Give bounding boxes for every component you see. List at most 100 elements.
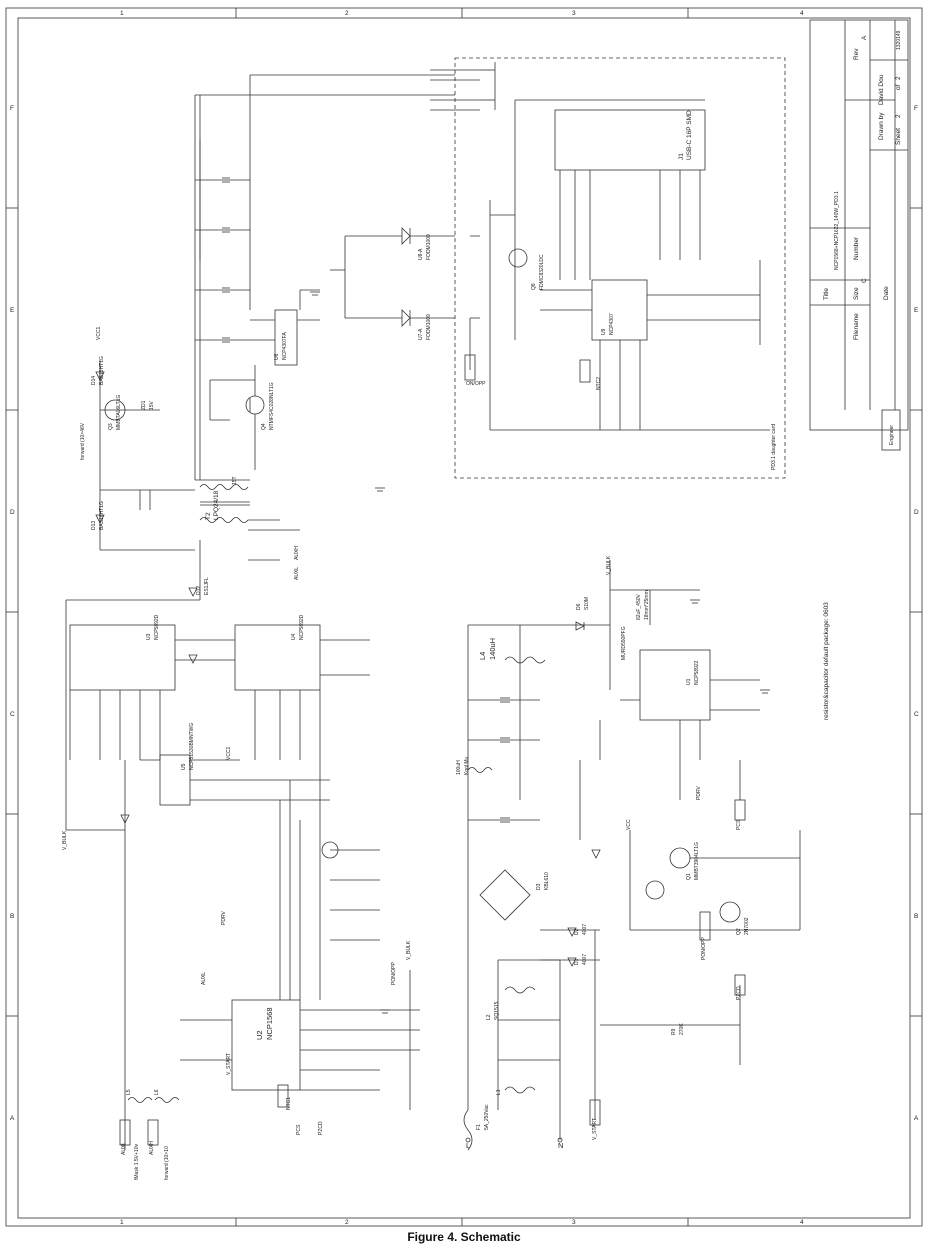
number-label: Number xyxy=(853,236,860,260)
u8b-symbol xyxy=(321,841,339,859)
l2-symbol xyxy=(504,986,536,994)
l3-value: 100uH xyxy=(456,760,462,775)
sheet-value: 2 xyxy=(895,114,902,118)
t2-part: LPQ24/18 xyxy=(213,490,220,520)
pon-opp-port xyxy=(699,911,711,941)
pdrv-right-label: PDRV xyxy=(696,786,702,800)
aux-l-bottom-label: AUXL xyxy=(121,1142,127,1155)
pcs-port-right xyxy=(734,799,746,821)
d6-part: S10M xyxy=(584,597,590,610)
q3-symbol xyxy=(104,399,126,421)
d15-symbol xyxy=(591,849,601,859)
size-label: Size xyxy=(853,287,860,300)
zone-left-d: D xyxy=(10,509,15,516)
c5-value: 82uF_450V xyxy=(636,593,642,620)
zone-right-c: C xyxy=(914,711,919,718)
d13-part: BAS16HT1G xyxy=(99,501,105,530)
u3-part: NCP5892D xyxy=(154,614,160,640)
u8-part: FODM1009 xyxy=(426,234,432,260)
u1-refdes: U1 xyxy=(686,678,692,685)
q3-refdes: Q3 xyxy=(108,423,114,430)
v-start-port-bottom xyxy=(589,1099,601,1126)
u5-part: NCP51530BMNTWG xyxy=(189,723,195,770)
rev-value: A xyxy=(861,35,868,40)
q1-part: MMBT3904LT1G xyxy=(694,842,700,880)
vcc1-left-label: VCC1 xyxy=(226,746,232,760)
j1-usbc-box xyxy=(554,109,706,171)
d14-part: BAS16HT1G xyxy=(99,356,105,385)
zone-left-a: A xyxy=(10,1115,15,1122)
q8-symbol xyxy=(508,248,528,268)
fwd-bot-note: fMask 1.5V+10v xyxy=(134,1144,140,1180)
drawn-by-label: Drawn by xyxy=(878,112,885,140)
u5-refdes: U5 xyxy=(181,763,187,770)
zone-top-2: 2 xyxy=(345,10,349,17)
d14-refdes: D14 xyxy=(91,376,97,385)
q8-part: FDMC8320LDC xyxy=(539,254,545,290)
l4-refdes: L4 xyxy=(478,652,487,660)
l3-symbol xyxy=(467,767,493,773)
j1-refdes: J1 xyxy=(678,153,685,160)
zone-right-d: D xyxy=(914,509,919,516)
title-value: NCP1568+NCP1622_140W_PD3.1 xyxy=(834,191,840,270)
on-opp-label: ON/OPP xyxy=(466,381,486,387)
outer-frame xyxy=(5,7,923,1227)
l2-refdes: L2 xyxy=(486,1014,492,1020)
u2-box xyxy=(231,999,301,1091)
doc-number: 1320149 xyxy=(896,30,902,50)
zone-left-f: F xyxy=(10,105,14,112)
q4-refdes: Q4 xyxy=(261,423,267,430)
r9-value: 270K xyxy=(679,1023,685,1035)
t2-secondary xyxy=(199,517,249,523)
d3-refdes: D3 xyxy=(536,883,542,890)
d2-refdes: D2 xyxy=(574,928,580,935)
l5-refdes: L5 xyxy=(126,1089,132,1095)
l3-core: Kool Mu xyxy=(464,756,470,775)
fwd-bot-note2: forward (10>10 xyxy=(164,1146,170,1180)
d12-symbol xyxy=(188,587,198,597)
l2-part: SQ1515 xyxy=(494,1001,500,1020)
u8-refdes: U8-A xyxy=(418,248,424,260)
d3-bridge xyxy=(479,869,531,921)
u6-box xyxy=(274,309,298,366)
u8-led xyxy=(401,227,411,245)
l4-symbol xyxy=(504,656,546,664)
u1-part: NCP58922 xyxy=(694,660,700,685)
q8-refdes: Q8 xyxy=(531,283,537,290)
forward-note: forward (10>46V xyxy=(80,422,86,460)
vcc-right-label: VCC xyxy=(626,819,632,830)
v-start-bottom-label: V_START xyxy=(592,1118,598,1140)
l4-value: 140uH xyxy=(488,638,497,660)
d2-symbol xyxy=(567,927,577,937)
u3-box xyxy=(69,624,176,691)
of-label: of xyxy=(895,84,902,90)
u6-refdes: U6 xyxy=(274,353,280,360)
zone-bottom-3: 3 xyxy=(572,1219,576,1226)
aux-h-label-top: AUXH xyxy=(294,546,300,560)
u3-refdes: U3 xyxy=(146,633,152,640)
default-package-note: resistor&capacitor default package: 0603 xyxy=(823,602,830,720)
david-label: David Dou xyxy=(878,74,885,105)
d11-symbol xyxy=(188,654,198,664)
d1-refdes: D1 xyxy=(574,958,580,965)
pzcd-label: PZCD xyxy=(318,1121,324,1135)
zone-bottom-2: 2 xyxy=(345,1219,349,1226)
line-n-label: N xyxy=(558,1141,563,1150)
d14-symbol xyxy=(95,371,105,381)
u6-part: NCP4307FA xyxy=(282,332,288,360)
line-l-label: L xyxy=(466,1141,470,1150)
q2-part: 2N7002 xyxy=(744,917,750,935)
u4-refdes: U4 xyxy=(291,633,297,640)
zd1-refdes: ZD1 xyxy=(141,400,147,410)
u2-part: NCP1568 xyxy=(265,1007,274,1040)
t2-turns: 15T xyxy=(232,476,238,485)
d1-value: 4007 xyxy=(582,954,588,965)
v-bulk-right-label: V_BULK xyxy=(606,555,612,575)
f1-symbol xyxy=(463,1109,473,1151)
q2-refdes: Q2 xyxy=(736,928,742,935)
t2-primary xyxy=(199,484,249,490)
zone-right-f: F xyxy=(914,105,918,112)
q3-part: MMBTA06LT1G xyxy=(116,395,122,430)
